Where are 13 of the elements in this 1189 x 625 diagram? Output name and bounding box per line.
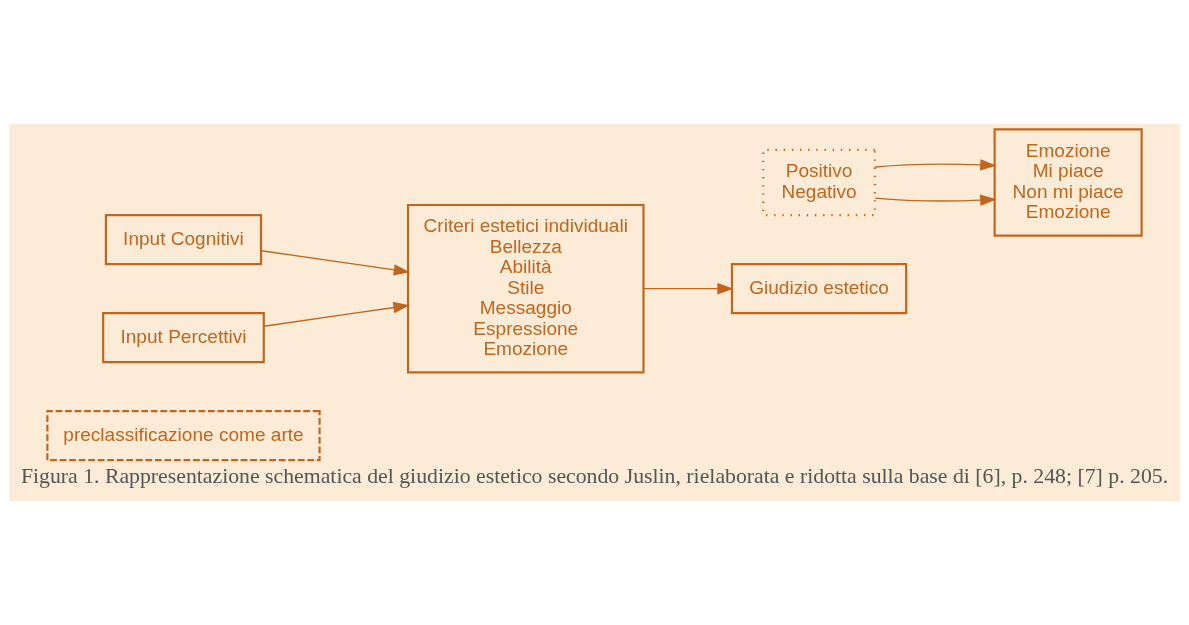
- node-box: Input Percettivi: [102, 312, 265, 364]
- arrow: [260, 250, 411, 276]
- node-box: Giudizio estetico: [730, 263, 908, 315]
- node-box: Emozione Mi piace Non mi piace Emozione: [993, 128, 1143, 237]
- caption: Figura 1. Rappresentazione schematica del giudizio estetico secondo Juslin, rielaborata e ridotta sulla base di [6], p. 248; [7] p. 205.: [20, 464, 1169, 489]
- arrow: [874, 194, 997, 206]
- node-box: Criteri estetici individuali Bellezza Abilità Stile Messaggio Espressione Emozione: [406, 203, 645, 374]
- node-box: Positivo Negativo: [762, 148, 876, 217]
- arrow: [642, 282, 734, 295]
- arrow: [263, 301, 410, 327]
- arrow: [874, 159, 997, 171]
- node-box: Input Cognitivi: [104, 214, 263, 266]
- node-box: preclassificazione come arte: [46, 410, 321, 462]
